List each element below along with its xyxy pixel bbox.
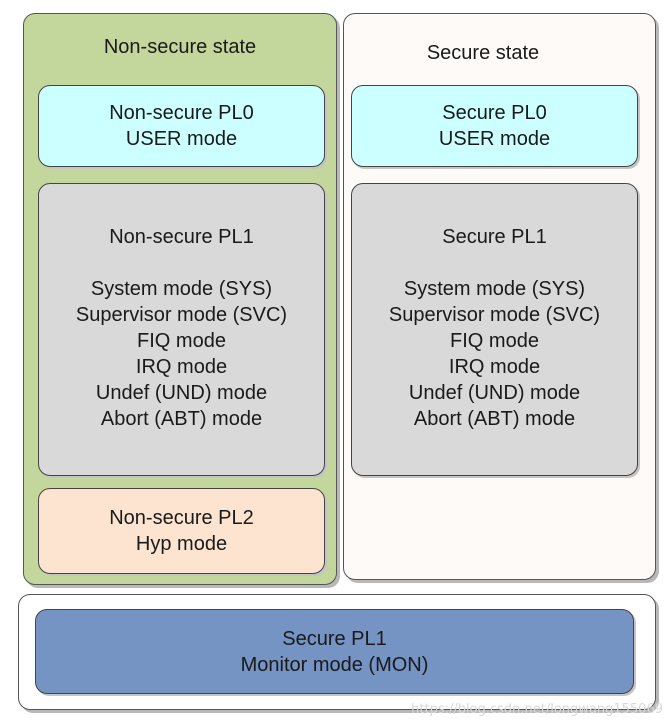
nonsecure-pl2-mode: Hyp mode [135, 533, 228, 555]
secure-pl0-label: Secure PL0 [442, 102, 547, 124]
secure-mode-sys: System mode (SYS) [403, 278, 586, 300]
secure-mode-svc: Supervisor mode (SVC) [388, 304, 601, 326]
monitor-mode-box: Secure PL1 Monitor mode (MON) [35, 609, 634, 694]
watermark: https://blog.csdn.net/longwang155069 [411, 702, 663, 717]
secure-mode-irq: IRQ mode [448, 356, 541, 378]
nonsecure-state-title: Non-secure state [103, 36, 257, 58]
secure-mode-abt: Abort (ABT) mode [413, 408, 576, 430]
secure-pl0-box: Secure PL0 USER mode [351, 85, 638, 167]
monitor-pl-label: Secure PL1 [282, 627, 387, 650]
nonsecure-pl0-box: Non-secure PL0 USER mode [38, 85, 325, 167]
secure-mode-fiq: FIQ mode [450, 330, 539, 352]
nonsecure-pl2-label: Non-secure PL2 [109, 507, 254, 529]
secure-state-title: Secure state [426, 42, 540, 64]
nonsecure-pl0-label: Non-secure PL0 [109, 102, 254, 124]
nonsecure-mode-sys: System mode (SYS) [90, 278, 273, 300]
secure-mode-und: Undef (UND) mode [408, 382, 581, 404]
nonsecure-pl0-mode: USER mode [125, 128, 238, 150]
secure-pl0-mode: USER mode [438, 128, 551, 150]
monitor-mode-label: Monitor mode (MON) [240, 653, 429, 676]
nonsecure-pl1-title: Non-secure PL1 [109, 226, 254, 248]
nonsecure-mode-und: Undef (UND) mode [95, 382, 268, 404]
nonsecure-mode-abt: Abort (ABT) mode [100, 408, 263, 430]
nonsecure-mode-svc: Supervisor mode (SVC) [75, 304, 288, 326]
secure-pl1-title: Secure PL1 [442, 226, 547, 248]
nonsecure-mode-fiq: FIQ mode [137, 330, 226, 352]
nonsecure-mode-irq: IRQ mode [135, 356, 228, 378]
nonsecure-pl2-box: Non-secure PL2 Hyp mode [38, 488, 325, 574]
nonsecure-pl1-box: Non-secure PL1 System mode (SYS) Supervi… [38, 183, 325, 476]
secure-pl1-box: Secure PL1 System mode (SYS) Supervisor … [351, 183, 638, 476]
